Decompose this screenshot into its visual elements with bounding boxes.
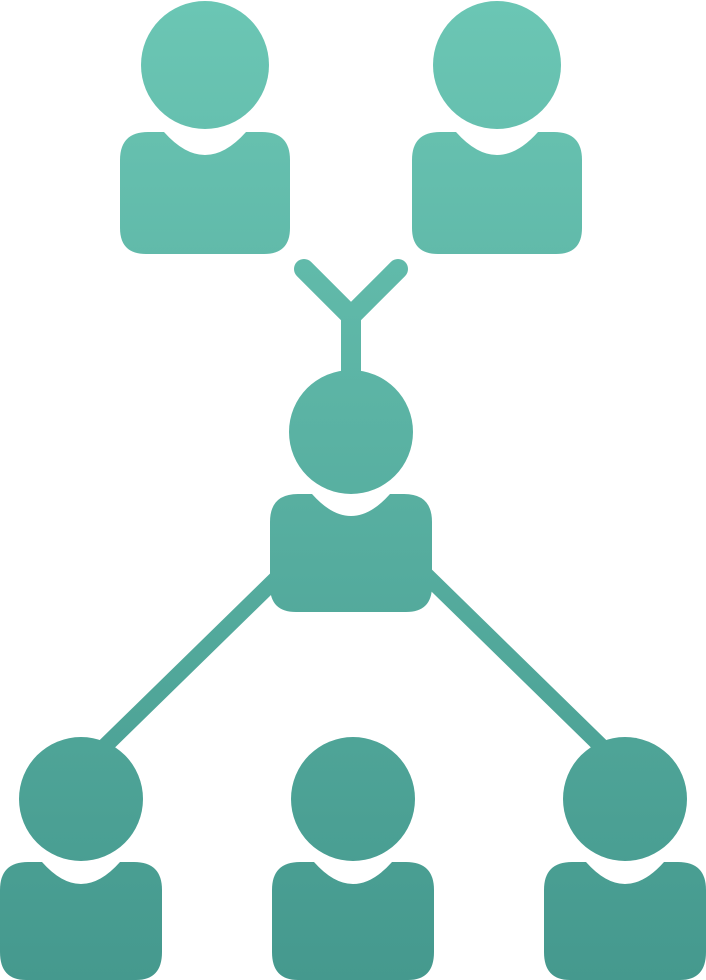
- person-bottom-left-icon: [0, 737, 162, 980]
- person-body: [120, 132, 290, 254]
- person-top-right-icon: [412, 1, 582, 254]
- person-head: [19, 737, 143, 861]
- merge-connector: [294, 259, 408, 382]
- person-head: [291, 737, 415, 861]
- person-center-icon: [270, 370, 432, 612]
- person-bottom-right-icon: [544, 737, 706, 980]
- person-head: [289, 370, 413, 494]
- person-top-left-icon: [120, 1, 290, 254]
- person-body: [272, 862, 434, 980]
- person-body: [412, 132, 582, 254]
- person-bottom-middle-icon: [272, 737, 434, 980]
- person-head: [563, 737, 687, 861]
- person-head: [141, 1, 269, 129]
- branch-connector-right: [418, 567, 612, 757]
- person-body: [270, 494, 432, 612]
- person-body: [544, 862, 706, 980]
- branch-connector-left: [94, 567, 288, 757]
- person-body: [0, 862, 162, 980]
- connector-lines: [94, 259, 612, 757]
- person-head: [433, 1, 561, 129]
